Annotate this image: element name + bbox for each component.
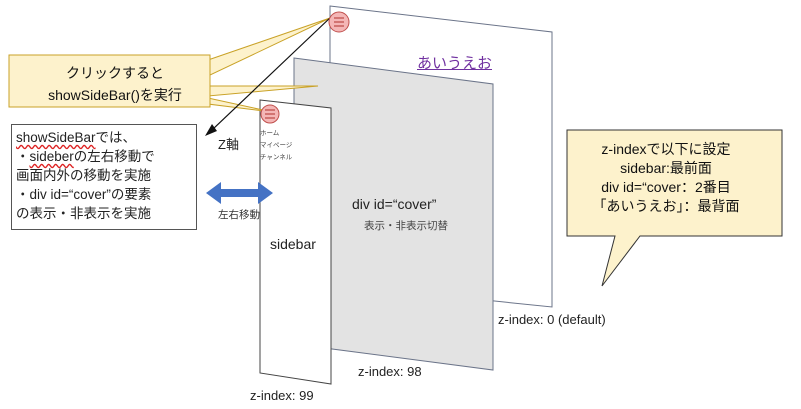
note-function-name: showSideBar <box>16 130 96 145</box>
sidebar-menu-item-mypage[interactable]: マイページ <box>260 142 293 149</box>
sidebar-menu-item-channel[interactable]: チャンネル <box>260 154 293 161</box>
note-line-5: の表示・非表示を実施 <box>16 206 151 221</box>
z-index-back-label: z-index: 0 (default) <box>498 312 606 327</box>
callout-line-2: showSideBar()を実行 <box>48 87 182 103</box>
speech-bubble <box>566 129 783 287</box>
z-axis-line <box>211 15 333 131</box>
cover-title: div id=“cover” <box>352 196 437 212</box>
callout-text: クリックすると showSideBar()を実行 <box>20 62 210 106</box>
cover-subtitle: 表示・非表示切替 <box>364 220 448 232</box>
hamburger-menu-icon[interactable] <box>260 104 280 124</box>
z-index-sidebar-label: z-index: 99 <box>250 388 314 403</box>
bubble-line-1: z-indexで以下に設定 <box>601 141 731 157</box>
note-bullet-1: ・ <box>16 149 30 164</box>
z-axis-arrowhead <box>205 124 217 136</box>
bubble-line-3: div id=“cover：2番目 <box>601 179 731 195</box>
move-label: 左右移動 <box>218 209 260 221</box>
z-index-cover-label: z-index: 98 <box>358 364 422 379</box>
aiueo-link[interactable]: あいうえお <box>417 55 493 72</box>
note-line-1-rest: では、 <box>95 130 137 145</box>
bubble-line-2: sidebar:最前面 <box>620 160 712 176</box>
note-line-3: 画面内外の移動を実施 <box>16 168 151 183</box>
note-line-4: ・div id=“cover”の要素 <box>16 187 152 202</box>
sidebar-menu: ホーム マイページ チャンネル <box>260 128 292 164</box>
note-line-2-rest: の左右移動で <box>73 149 155 164</box>
bubble-text: z-indexで以下に設定 sidebar:最前面 div id=“cover：… <box>580 140 752 216</box>
z-axis-label: Z軸 <box>218 137 239 152</box>
sidebar-menu-item-home[interactable]: ホーム <box>260 130 280 137</box>
sidebar-layer-page <box>259 99 332 385</box>
sidebar-title: sidebar <box>270 236 316 252</box>
bubble-line-4: 「あいうえお」：最背面 <box>592 198 740 214</box>
double-arrow-icon <box>206 182 273 204</box>
hamburger-menu-icon[interactable] <box>328 11 350 33</box>
note-sideber-word: sideber <box>29 149 74 164</box>
note-box: showSideBarでは、 ・sideberの左右移動で 画面内外の移動を実施… <box>11 124 197 230</box>
callout-box <box>8 54 211 108</box>
callout-line-1: クリックすると <box>66 65 164 81</box>
